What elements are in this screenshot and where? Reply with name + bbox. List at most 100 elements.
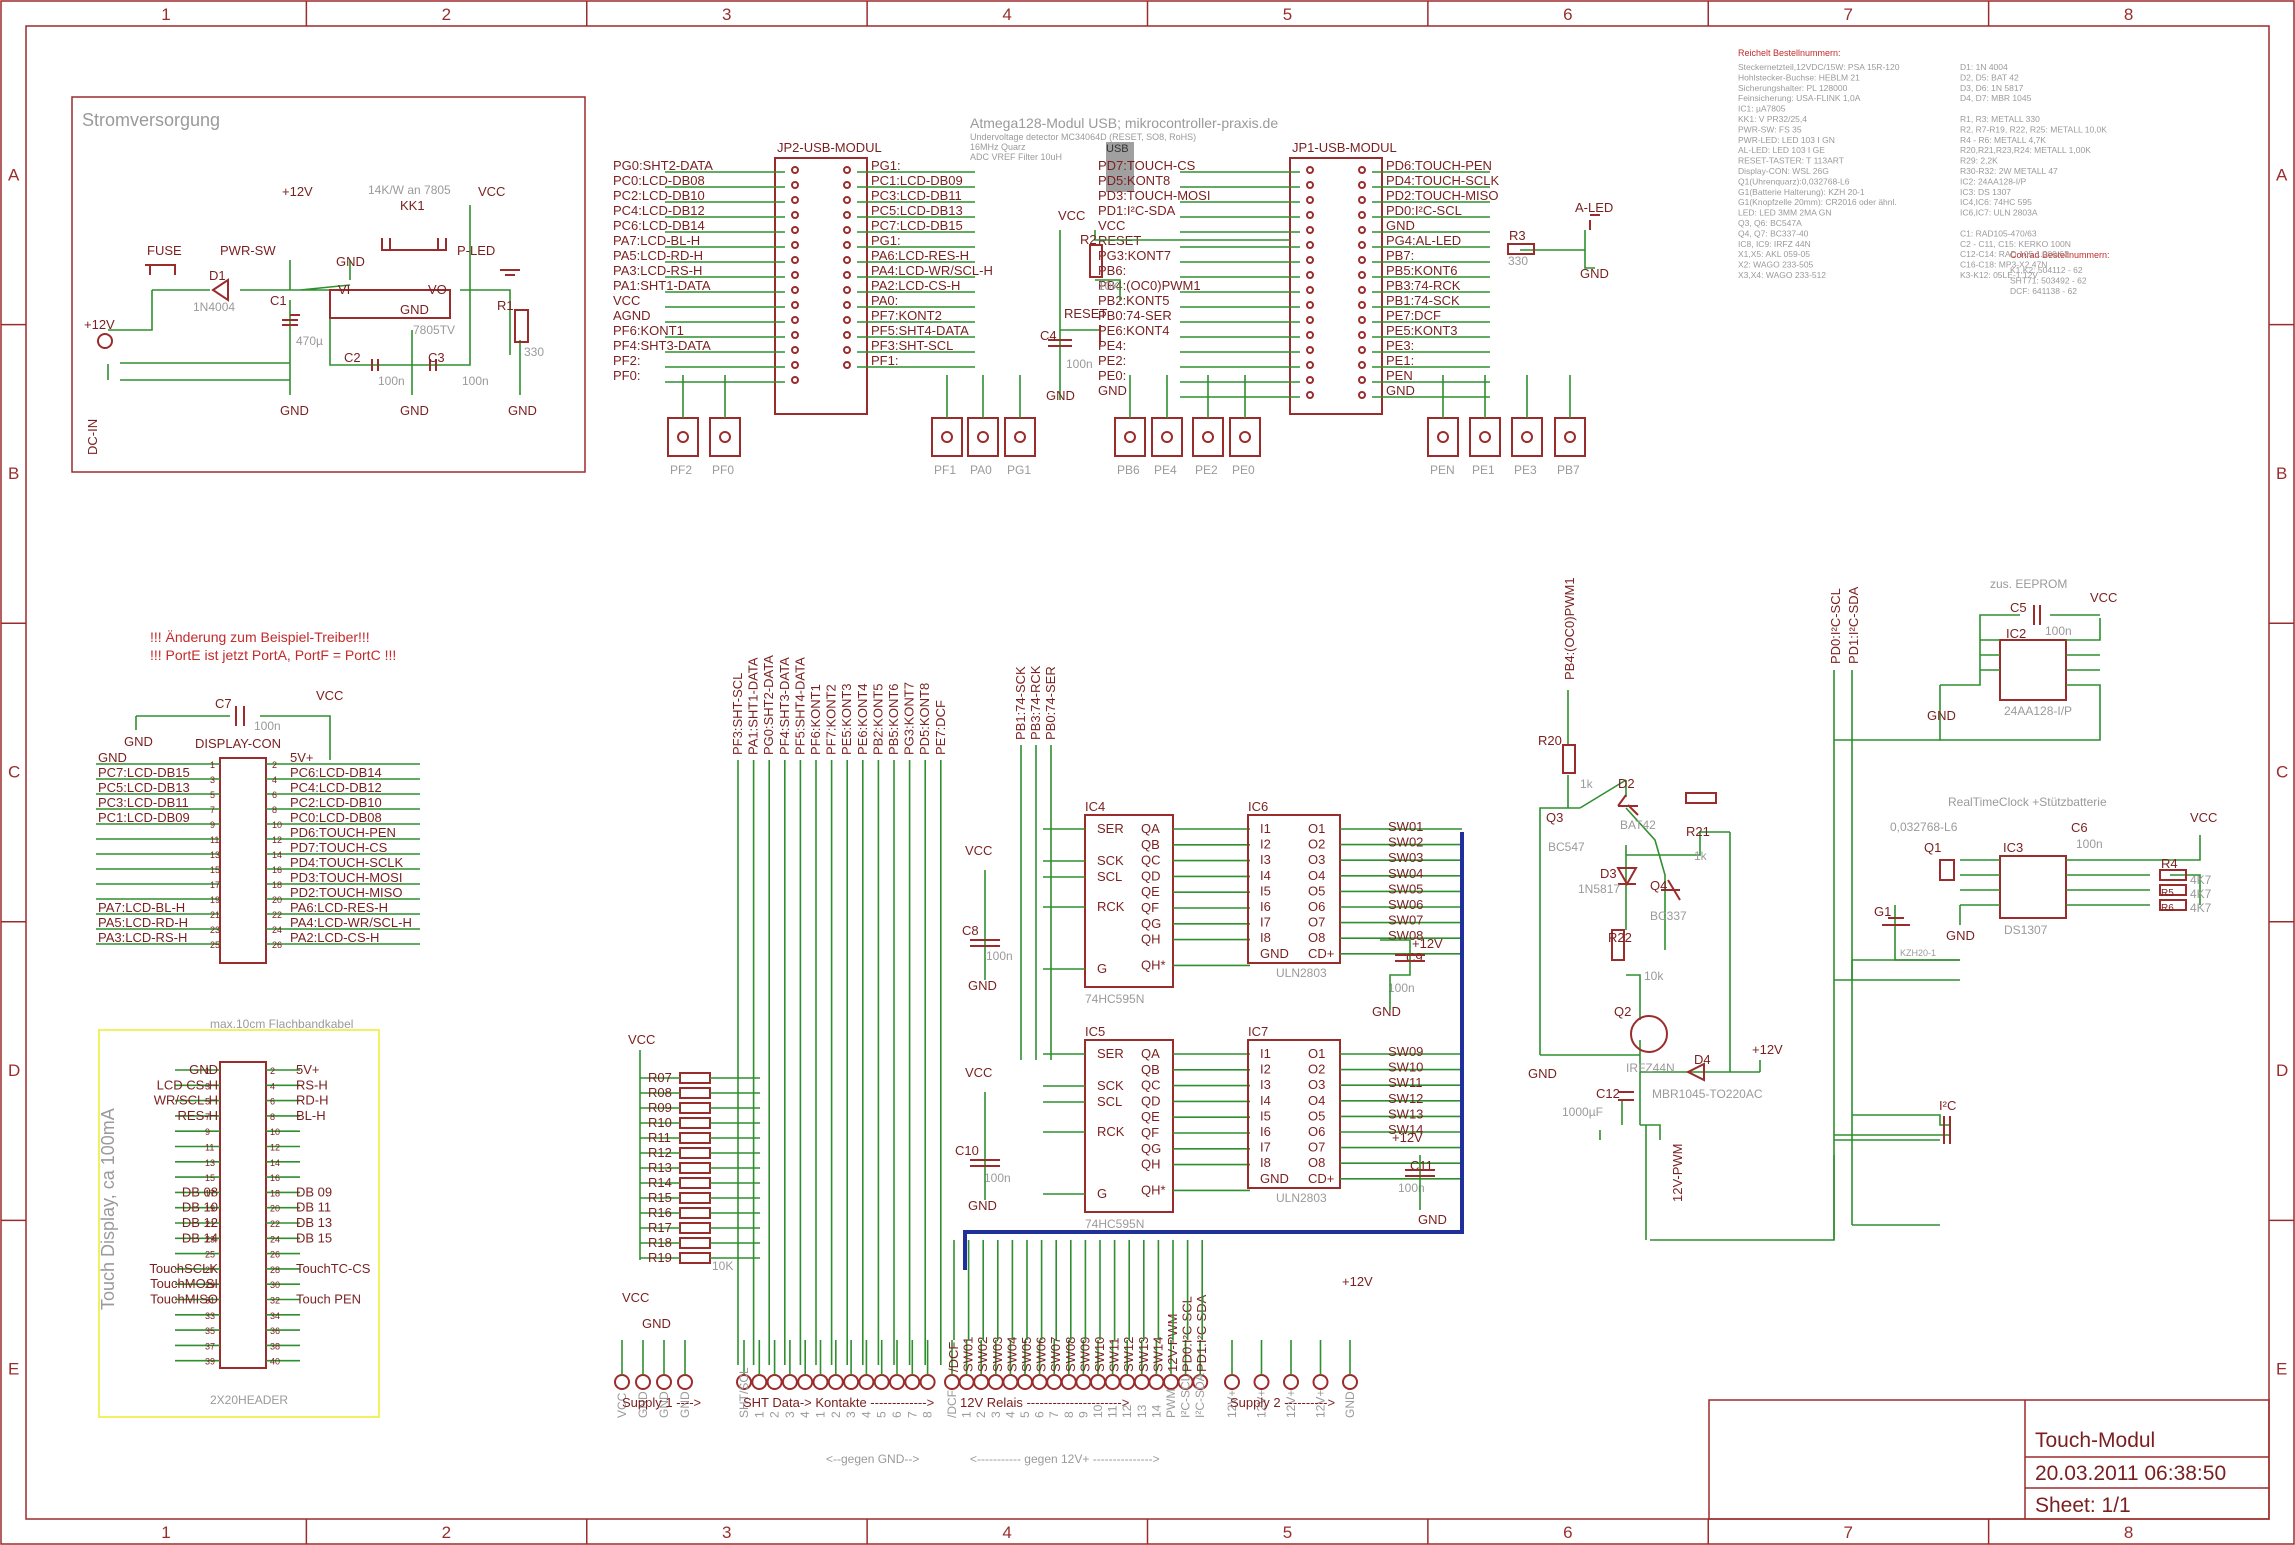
shift-reg-in: SER [1097, 1046, 1124, 1061]
bom-line: R30-R32: 2W METALL 47 [1960, 166, 2058, 176]
gnd-c11-label: GND [1418, 1212, 1447, 1227]
c4-label: C4 [1040, 328, 1057, 343]
hdr-pin-num: 34 [270, 1311, 280, 1321]
supply2-terminal [1342, 1374, 1358, 1390]
jp1-right-pin: PD4:TOUCH-SCLK [1386, 173, 1500, 188]
jp1-left-pin: VCC [1098, 218, 1125, 233]
driver-in: I6 [1260, 899, 1271, 914]
vertical-signal-label: PB1:74-SCK [1013, 666, 1028, 740]
display-con-title: DISPLAY-CON [195, 736, 281, 751]
hdr-pin-num: 2 [270, 1066, 275, 1076]
test-point-label: PA0 [970, 463, 992, 477]
resistor-array: VCC R07R08R09R10R11R12R13R14R15R16R17R18… [628, 1032, 760, 1273]
dcon-right-label: PA4:LCD-WR/SCL-H [290, 915, 412, 930]
hdr-right-label: TouchTC-CS [296, 1261, 371, 1276]
shift-reg-out: QA [1141, 821, 1160, 836]
shift-reg-in: RCK [1097, 1124, 1125, 1139]
relais-signal-label: SW08 [1063, 1337, 1078, 1372]
vertical-signal-label: PB3:74-RCK [1028, 665, 1043, 740]
grid-row-right: E [2276, 1360, 2287, 1379]
jp2-right-pin: PG1: [871, 233, 901, 248]
test-point-label: PEN [1430, 463, 1455, 477]
res-array-value: 10K [712, 1259, 733, 1273]
module-title: Atmega128-Modul USB; mikrocontroller-pra… [970, 115, 1278, 131]
bom-line: C16-C18: MP3-X2 47N [1960, 260, 2047, 270]
ic1-gnd: GND [400, 302, 429, 317]
shift-reg-value: 74HC595N [1085, 1217, 1144, 1231]
supply2-terminal [1253, 1374, 1270, 1390]
relais-signal-label: SW02 [975, 1337, 990, 1372]
switch-out-label: SW03 [1388, 850, 1423, 865]
relais-terminal [944, 1374, 960, 1390]
relais-pin-label: 12 [1120, 1404, 1134, 1418]
sht-terminal [919, 1374, 936, 1390]
res-array-ref: R12 [648, 1145, 672, 1160]
dcon-pin-num: 26 [272, 940, 282, 950]
supply1-pin-label: GND [678, 1391, 692, 1418]
bom-line: R1, R3: METALL 330 [1960, 114, 2040, 124]
driver-in: I8 [1260, 1155, 1271, 1170]
jp1-left-pin: GND [1098, 383, 1127, 398]
relais-terminal [1075, 1374, 1092, 1390]
gnd-1-label: GND [280, 403, 309, 418]
hdr-pin-num: 16 [270, 1173, 280, 1183]
driver-out: O8 [1308, 1155, 1325, 1170]
bom-line: D3, D6: 1N 5817 [1960, 83, 2024, 93]
plus12-pwm-label: +12V [1752, 1042, 1783, 1057]
supply1-terminal [614, 1374, 630, 1390]
grid-col-bottom: 1 [161, 1523, 170, 1542]
bom-line: X3,X4: WAGO 233-512 [1738, 270, 1826, 280]
driver-in: I7 [1260, 1140, 1271, 1155]
c8-value: 100n [986, 949, 1013, 963]
hdr-pin-num: 37 [205, 1341, 215, 1351]
vertical-signal-label: PG3:KONT7 [902, 682, 917, 755]
c7-label: C7 [215, 696, 232, 711]
grid-col-top: 3 [722, 5, 731, 24]
q2-value: IRFZ44N [1626, 1061, 1675, 1075]
sht-pin-label: 4 [859, 1411, 873, 1418]
jp2-left-pin: PF4:SHT3-DATA [613, 338, 711, 353]
driver-out: CD+ [1308, 1171, 1334, 1186]
display-section: !!! Änderung zum Beispiel-Treiber!!! !!!… [96, 629, 420, 964]
dcon-pin-num: 24 [272, 925, 282, 935]
jp1-left-pin: PE0: [1098, 368, 1126, 383]
c6-value: 100n [2076, 837, 2103, 851]
dcon-pin-num: 10 [272, 820, 282, 830]
relais-terminal [1090, 1374, 1106, 1390]
dcon-right-label: PD4:TOUCH-SCLK [290, 855, 404, 870]
jp2-right-pin: PF7:KONT2 [871, 308, 942, 323]
driver-out: O1 [1308, 1046, 1325, 1061]
dcon-pin-num: 14 [272, 850, 282, 860]
bom-conrad-line: K1,K2: 504112 - 62 [2010, 265, 2083, 275]
jp1-right-pin: PB1:74-SCK [1386, 293, 1460, 308]
grid-col-bottom: 3 [722, 1523, 731, 1542]
jp2-left-pin: PA7:LCD-BL-H [613, 233, 700, 248]
dcon-pin-num: 1 [210, 760, 215, 770]
relais-terminal [1046, 1374, 1063, 1390]
driver-in: I7 [1260, 915, 1271, 930]
driver-ref: IC7 [1248, 1024, 1268, 1039]
jp1-right-pin: PD6:TOUCH-PEN [1386, 158, 1492, 173]
q1-value: 0,032768-L6 [1890, 820, 1958, 834]
driver-in: I4 [1260, 868, 1271, 883]
dcon-pin-num: 4 [272, 775, 277, 785]
supply2-terminal [1283, 1374, 1299, 1390]
plus12-c11-label: +12V [1392, 1130, 1423, 1145]
driver-out: O3 [1308, 1077, 1325, 1092]
dcon-left-label: PA3:LCD-RS-H [98, 930, 187, 945]
driver-in: GND [1260, 1171, 1289, 1186]
ic-section: IC474HC595NSERSCKSCLRCKGQAQBQCQDQEQFQGQH… [1043, 799, 1462, 1231]
sht-pin-label: 1 [752, 1411, 766, 1418]
supply1-pin-label: VCC [615, 1392, 629, 1418]
bom-line: IC1: µA7805 [1738, 104, 1786, 114]
driver-in: I5 [1260, 883, 1271, 898]
jp1-left-pin: PE2: [1098, 353, 1126, 368]
vertical-signal-label: PF7:KONT2 [824, 684, 839, 755]
r5-label: R5 [2161, 888, 2174, 899]
ic3-value: DS1307 [2004, 923, 2048, 937]
relais-signal-label: SW04 [1004, 1337, 1019, 1372]
bom-line: C1: RAD105-470/63 [1960, 228, 2037, 238]
